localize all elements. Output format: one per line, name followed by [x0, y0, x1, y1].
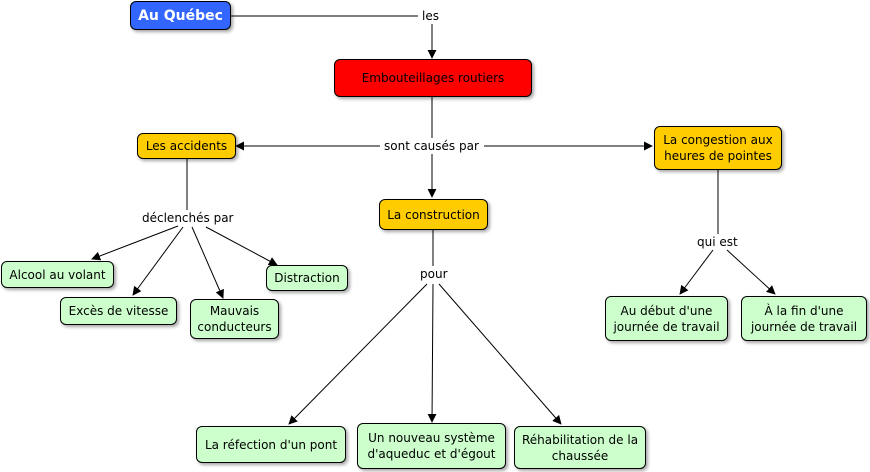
- link-sont-causes-par: sont causés par: [382, 139, 481, 153]
- connector-pour-aqueduc: [427, 283, 437, 423]
- connector-pour-refection: [288, 283, 428, 425]
- concept-la-congestion[interactable]: La congestion aux heures de pointes: [654, 126, 782, 170]
- concept-debut-journee[interactable]: Au début d'une journée de travail: [605, 296, 728, 341]
- concept-embouteillages-routiers[interactable]: Embouteillages routiers: [334, 59, 532, 97]
- link-pour: pour: [418, 267, 450, 281]
- connector-quiest-fin: [726, 249, 776, 295]
- link-declenches-par: déclenchés par: [140, 211, 236, 225]
- concept-les-accidents[interactable]: Les accidents: [137, 133, 236, 159]
- connector-declenches-alcool: [91, 225, 179, 261]
- connector-declenches-distraction: [205, 226, 278, 266]
- concept-rehabilitation-chaussee[interactable]: Réhabilitation de la chaussée: [514, 426, 646, 469]
- connector-quiest-debut: [679, 249, 714, 295]
- connector-pour-rehabilitation: [438, 283, 562, 425]
- connector-declenches-exces: [132, 226, 184, 296]
- concept-la-construction[interactable]: La construction: [379, 199, 488, 230]
- connector-declenches-mauvais: [191, 226, 224, 299]
- concept-exces-de-vitesse[interactable]: Excès de vitesse: [60, 297, 177, 325]
- concept-mauvais-conducteurs[interactable]: Mauvais conducteurs: [190, 299, 279, 339]
- concept-refection-pont[interactable]: La réfection d'un pont: [196, 426, 346, 463]
- concept-distraction[interactable]: Distraction: [266, 265, 348, 291]
- concept-fin-journee[interactable]: À la fin d'une journée de travail: [741, 296, 867, 341]
- link-qui-est: qui est: [695, 235, 740, 249]
- concept-alcool-au-volant[interactable]: Alcool au volant: [1, 261, 114, 288]
- link-les: les: [420, 9, 441, 23]
- concept-au-quebec[interactable]: Au Québec: [130, 1, 231, 30]
- concept-nouveau-systeme-aqueduc[interactable]: Un nouveau système d'aqueduc et d'égout: [357, 423, 506, 469]
